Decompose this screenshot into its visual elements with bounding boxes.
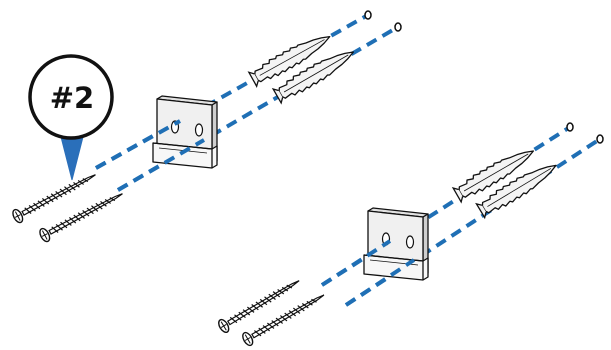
guide-line bbox=[320, 239, 392, 287]
step-number: #2 bbox=[50, 81, 94, 115]
hole-marker-icon bbox=[364, 10, 372, 20]
guide-line bbox=[320, 125, 572, 287]
hole-marker-icon bbox=[566, 122, 574, 132]
guide-line bbox=[95, 119, 181, 170]
screw-icon bbox=[10, 167, 100, 225]
hole-marker-icon bbox=[394, 22, 402, 32]
left-assembly bbox=[10, 10, 402, 244]
guide-line bbox=[344, 137, 602, 307]
callout-bubble-icon: #2 bbox=[28, 54, 114, 181]
hole-marker-icon bbox=[596, 134, 604, 144]
mounting-bracket-icon bbox=[363, 207, 429, 281]
screw-icon bbox=[240, 288, 329, 348]
guide-line bbox=[344, 258, 416, 307]
screw-icon bbox=[215, 273, 304, 335]
guide-line bbox=[116, 138, 206, 192]
right-assembly bbox=[215, 122, 604, 348]
